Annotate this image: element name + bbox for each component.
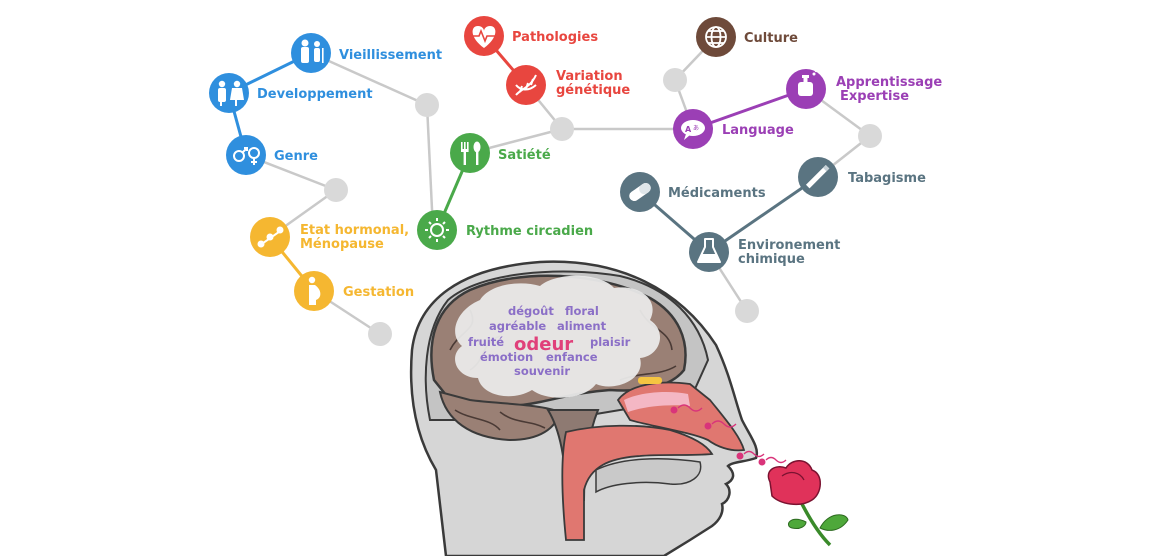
node-developpement: Developpement	[209, 73, 373, 113]
label-satiete: Satiété	[498, 148, 551, 163]
node-language: A あ Language	[673, 109, 794, 149]
label-vieillissement: Vieillissement	[339, 48, 442, 63]
node-rythme-circadien: Rythme circadien	[417, 210, 593, 250]
label-rythme-circadien: Rythme circadien	[466, 224, 593, 239]
label-culture: Culture	[744, 31, 798, 46]
heartbeat-icon	[472, 26, 496, 48]
perfume-bottle-icon	[798, 69, 818, 96]
node-environement-chimique: Environement chimique	[689, 232, 840, 272]
hormone-molecule-icon	[257, 226, 284, 248]
label-environement-line1: Environement	[738, 238, 840, 253]
flask-icon	[697, 238, 721, 263]
cloud-word-degout: dégoût	[508, 304, 554, 318]
label-medicaments: Médicaments	[668, 186, 766, 201]
node-gestation: Gestation	[294, 271, 414, 311]
pregnant-woman-icon	[308, 276, 321, 305]
label-developpement: Developpement	[257, 87, 373, 102]
elderly-couple-icon	[301, 39, 324, 63]
sun-icon	[425, 218, 449, 242]
svg-text:A: A	[685, 125, 692, 134]
cloud-word-souvenir: souvenir	[514, 364, 570, 378]
node-culture: Culture	[696, 17, 798, 57]
cloud-word-emotion: émotion	[480, 350, 533, 364]
node-pathologies: Pathologies	[464, 16, 598, 56]
label-variation-line2: génétique	[556, 83, 630, 98]
node-genre: Genre	[226, 135, 318, 175]
label-tabagisme: Tabagisme	[848, 171, 926, 186]
gender-icon	[233, 147, 260, 165]
label-apprentissage-line1: Apprentissage	[836, 75, 942, 90]
cloud-word-enfance: enfance	[546, 350, 598, 364]
node-vieillissement: Vieillissement	[291, 33, 442, 73]
cloud-word-aliment: aliment	[557, 319, 607, 333]
cigarette-icon	[805, 164, 830, 189]
cloud-word-agreable: agréable	[489, 319, 546, 333]
family-icon	[218, 80, 244, 106]
node-tabagisme: Tabagisme	[798, 157, 926, 197]
pill-icon	[629, 182, 651, 202]
label-apprentissage-line2: Expertise	[840, 89, 909, 104]
cloud-word-fruite: fruité	[468, 335, 504, 349]
label-environement-line2: chimique	[738, 252, 805, 267]
cloud-word-odeur: odeur	[514, 334, 573, 355]
label-gestation: Gestation	[343, 285, 414, 300]
label-genre: Genre	[274, 149, 318, 164]
fork-spoon-icon	[461, 141, 481, 165]
cloud-word-plaisir: plaisir	[590, 335, 631, 349]
speech-bubble-icon: A あ	[681, 120, 705, 140]
node-etat-hormonal: Etat hormonal, Ménopause	[250, 217, 409, 257]
node-apprentissage: Apprentissage Expertise	[786, 69, 942, 109]
label-language: Language	[722, 123, 794, 138]
label-etat-hormonal-line2: Ménopause	[300, 237, 384, 252]
rose-illustration	[767, 460, 849, 547]
svg-text:あ: あ	[693, 125, 699, 132]
node-variation-genetique: Variation génétique	[506, 65, 630, 105]
head-illustration	[409, 260, 787, 556]
cloud-word-floral: floral	[565, 304, 599, 318]
node-medicaments: Médicaments	[620, 172, 766, 212]
globe-icon	[705, 26, 727, 48]
label-etat-hormonal-line1: Etat hormonal,	[300, 223, 409, 238]
label-variation-line1: Variation	[556, 69, 623, 84]
label-pathologies: Pathologies	[512, 30, 598, 45]
junction-points	[324, 68, 882, 346]
dna-icon	[515, 74, 537, 96]
node-satiete: Satiété	[450, 133, 551, 173]
word-cloud: dégoût floral agréable aliment fruité od…	[468, 304, 631, 378]
